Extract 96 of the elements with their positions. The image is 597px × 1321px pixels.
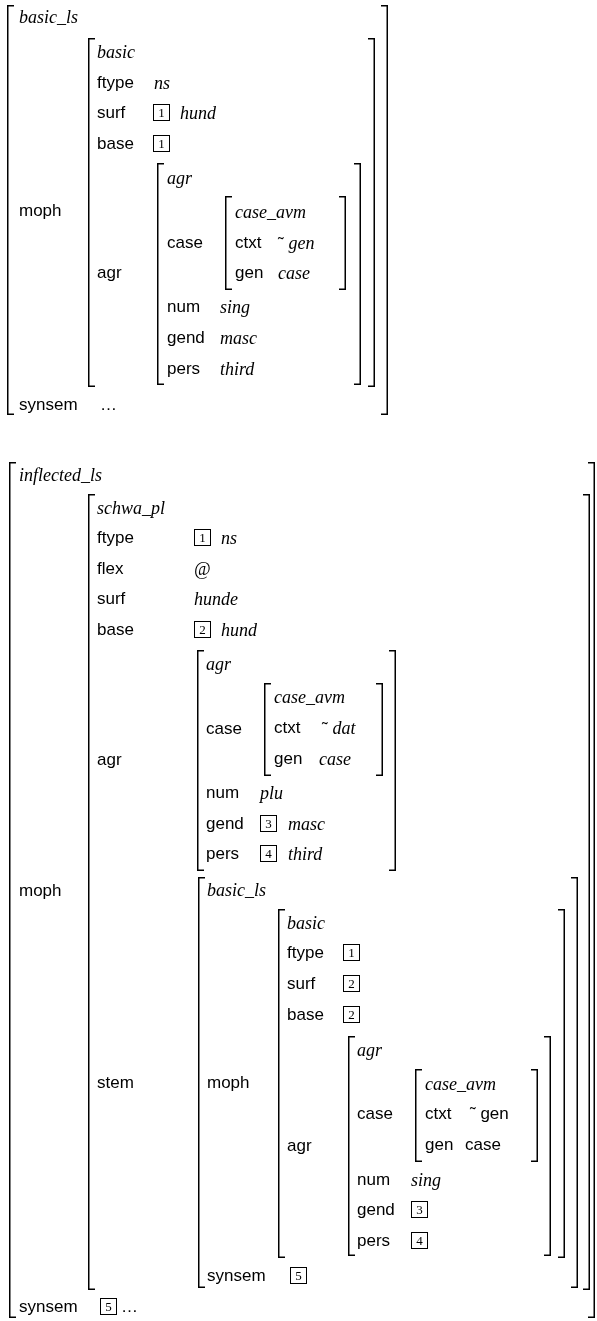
feature-name: case: [357, 1104, 393, 1124]
feature-name: pers: [206, 844, 240, 864]
attribute-value-matrix: [225, 196, 346, 290]
feature-name: ftype: [287, 943, 324, 963]
feature-name: ctxt: [425, 1104, 452, 1124]
tag-box: 2: [343, 1006, 360, 1023]
feature-value: hund: [221, 620, 257, 640]
feature-name: case: [167, 233, 203, 253]
feature-name: moph: [19, 201, 62, 221]
attribute-value-matrix: [278, 909, 565, 1258]
feature-name: gend: [167, 328, 205, 348]
feature-value: masc: [220, 328, 257, 348]
type-label: basic: [97, 42, 135, 62]
attribute-value-matrix: [198, 877, 578, 1288]
type-label: basic_ls: [19, 7, 78, 27]
feature-name: agr: [97, 750, 122, 770]
feature-name: gend: [357, 1200, 395, 1220]
tag-box: 2: [343, 975, 360, 992]
feature-name: pers: [357, 1231, 391, 1251]
feature-value: ˜ dat: [322, 718, 356, 738]
feature-name: moph: [19, 881, 62, 901]
tag-box: 3: [260, 815, 277, 832]
feature-name: ctxt: [235, 233, 262, 253]
type-label: case_avm: [235, 202, 306, 222]
feature-name: agr: [287, 1136, 312, 1156]
tag-box: 4: [260, 845, 277, 862]
feature-name: base: [97, 134, 134, 154]
feature-name: gen: [235, 263, 264, 283]
tag-box: 1: [153, 135, 170, 152]
feature-value: ns: [221, 528, 237, 548]
feature-name: surf: [97, 589, 126, 609]
attribute-value-matrix: [9, 462, 595, 1318]
feature-name: flex: [97, 559, 124, 579]
feature-value: @: [194, 559, 211, 579]
tag-box: 5: [290, 1267, 307, 1284]
attribute-value-matrix: [264, 683, 383, 776]
feature-name: surf: [287, 974, 316, 994]
feature-value: ˜ gen: [470, 1104, 509, 1124]
feature-name: num: [206, 783, 240, 803]
feature-name: base: [97, 620, 134, 640]
type-label: case_avm: [425, 1074, 496, 1094]
feature-name: num: [167, 297, 201, 317]
type-label: agr: [357, 1040, 382, 1060]
feature-name: synsem: [207, 1266, 266, 1286]
feature-name: ftype: [97, 528, 134, 548]
type-label: basic_ls: [207, 880, 266, 900]
tag-box: 5: [100, 1298, 117, 1315]
feature-value: case: [465, 1135, 501, 1155]
feature-value: hunde: [194, 589, 238, 609]
attribute-value-matrix: [88, 38, 375, 387]
feature-value: sing: [411, 1170, 441, 1190]
attribute-value-matrix: [157, 163, 361, 385]
attribute-value-matrix: [197, 650, 396, 871]
type-label: agr: [167, 168, 192, 188]
feature-name: base: [287, 1005, 324, 1025]
tag-box: 1: [153, 104, 170, 121]
feature-value: case: [319, 749, 351, 769]
type-label: basic: [287, 913, 325, 933]
feature-name: moph: [207, 1073, 250, 1093]
feature-value: case: [278, 263, 310, 283]
feature-value: plu: [260, 783, 283, 803]
feature-name: gen: [274, 749, 303, 769]
tag-box: 1: [194, 529, 211, 546]
attribute-value-matrix: [7, 5, 388, 415]
feature-name: surf: [97, 103, 126, 123]
feature-name: gen: [425, 1135, 454, 1155]
feature-name: ctxt: [274, 718, 301, 738]
feature-value: ns: [154, 73, 170, 93]
attribute-value-matrix: [415, 1069, 538, 1162]
feature-name: num: [357, 1170, 391, 1190]
tag-box: 3: [411, 1201, 428, 1218]
type-label: schwa_pl: [97, 498, 165, 518]
feature-name: ftype: [97, 73, 134, 93]
feature-value: sing: [220, 297, 250, 317]
feature-value: …: [100, 395, 117, 415]
type-label: inflected_ls: [19, 465, 102, 485]
feature-value: …: [121, 1297, 138, 1317]
tag-box: 4: [411, 1232, 428, 1249]
feature-name: pers: [167, 359, 201, 379]
feature-value: third: [220, 359, 255, 379]
attribute-value-matrix: [348, 1036, 551, 1256]
type-label: agr: [206, 654, 231, 674]
feature-name: gend: [206, 814, 244, 834]
feature-value: hund: [180, 103, 216, 123]
feature-name: stem: [97, 1073, 134, 1093]
tag-box: 2: [194, 621, 211, 638]
feature-name: synsem: [19, 395, 78, 415]
feature-name: case: [206, 719, 242, 739]
feature-name: synsem: [19, 1297, 78, 1317]
tag-box: 1: [343, 944, 360, 961]
feature-value: third: [288, 844, 323, 864]
feature-value: masc: [288, 814, 325, 834]
feature-name: agr: [97, 263, 122, 283]
feature-value: ˜ gen: [278, 233, 315, 253]
type-label: case_avm: [274, 687, 345, 707]
attribute-value-matrix: [88, 494, 590, 1290]
